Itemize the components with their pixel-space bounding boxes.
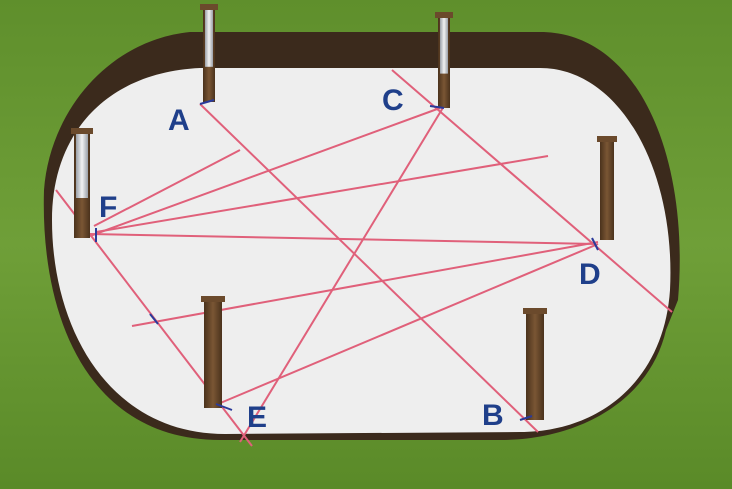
post-e: [201, 296, 225, 408]
label-b: B: [482, 401, 504, 431]
label-c: C: [382, 86, 404, 116]
label-d: D: [579, 260, 601, 290]
post-b: [523, 308, 547, 420]
label-e: E: [247, 403, 267, 433]
label-f: F: [99, 193, 117, 223]
post-d: [597, 136, 617, 240]
sand-pad: [52, 68, 670, 434]
label-a: A: [168, 106, 190, 136]
post-f: [71, 128, 93, 238]
